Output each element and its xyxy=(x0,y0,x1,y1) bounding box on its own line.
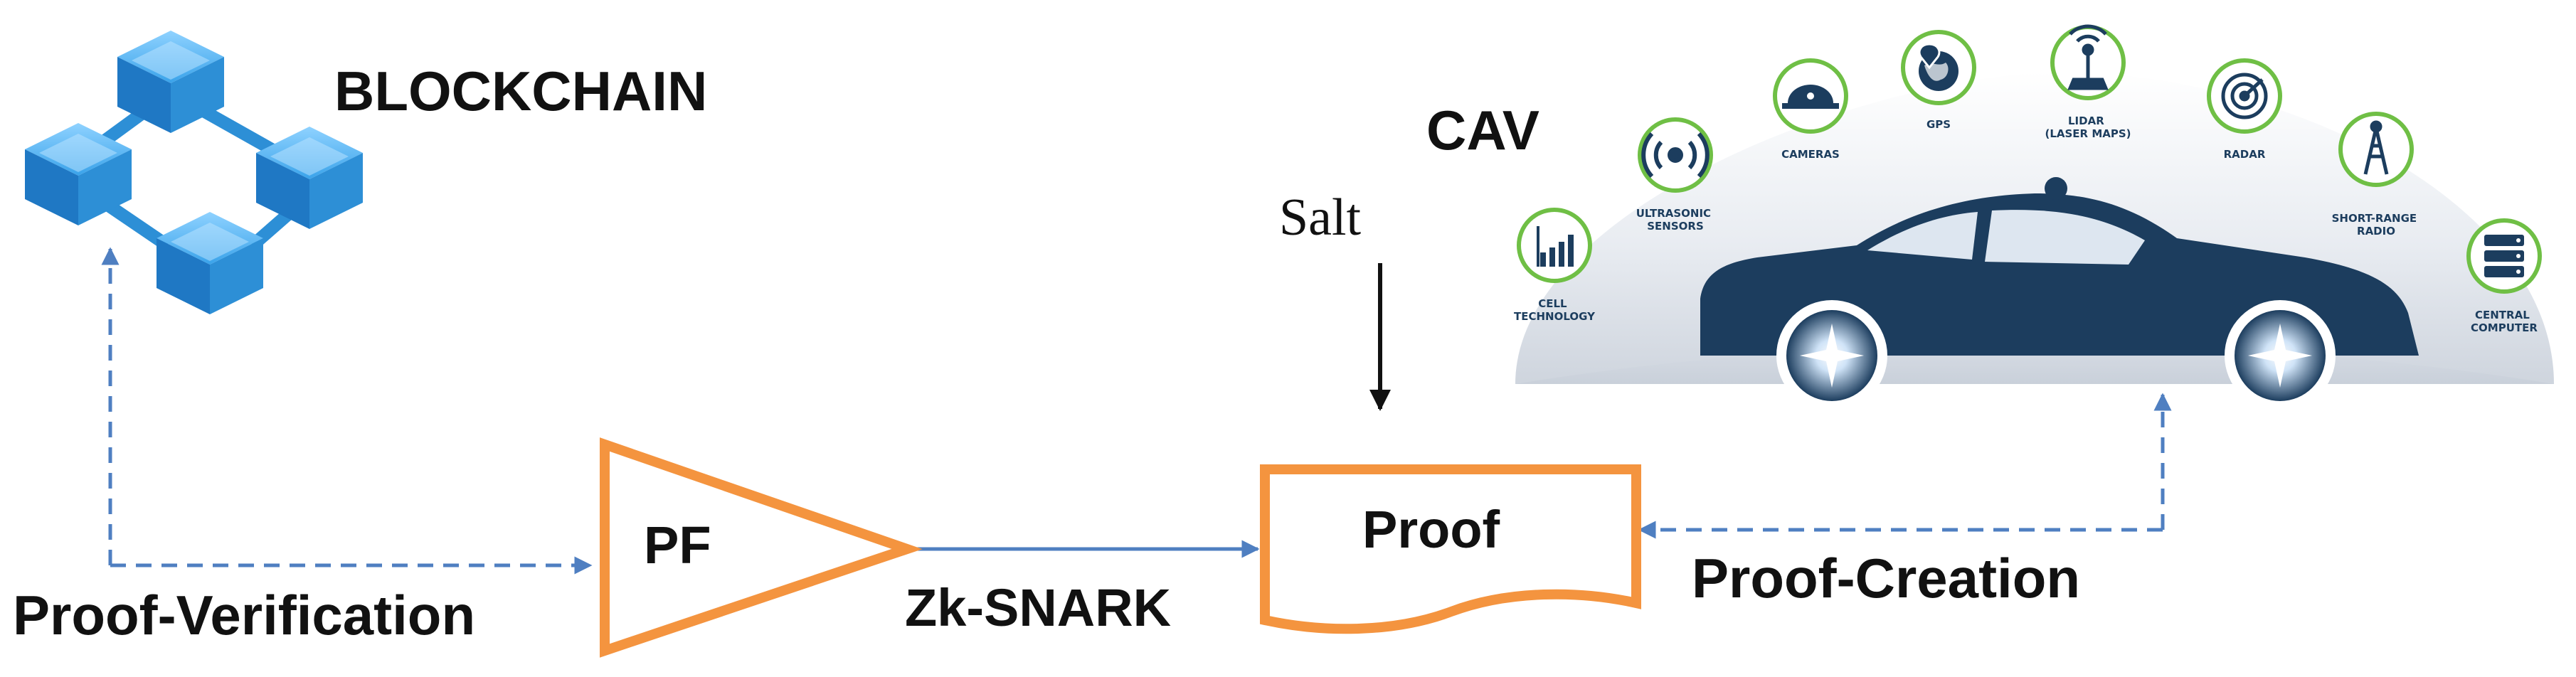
proof-creation-arrow xyxy=(1638,393,2172,539)
sensor-radar-label: RADAR xyxy=(2224,148,2266,161)
sensor-cell-label: CELL TECHNOLOGY xyxy=(1514,297,1596,323)
zk-snark-label: Zk-SNARK xyxy=(905,578,1171,637)
blockchain-cubes-icon xyxy=(25,31,363,314)
lidar-icon xyxy=(2067,24,2109,90)
ultrasonic-waves-icon xyxy=(1641,132,1710,178)
cav-illustration: CELL TECHNOLOGY ULTRASONIC SENSORS CAMER… xyxy=(1514,24,2554,411)
cav-label: CAV xyxy=(1426,99,1539,161)
radio-tower-icon xyxy=(2363,120,2389,175)
sensor-central-label: CENTRAL COMPUTER xyxy=(2471,309,2538,334)
proof-verification-arrow xyxy=(101,247,593,575)
pf-node xyxy=(600,437,923,658)
salt-label: Salt xyxy=(1279,188,1362,247)
blockchain-label: BLOCKCHAIN xyxy=(334,60,707,122)
proof-label: Proof xyxy=(1362,500,1500,559)
sensor-short-range-label: SHORT-RANGE RADIO xyxy=(2332,212,2421,238)
sensor-ultrasonic-label: ULTRASONIC SENSORS xyxy=(1636,207,1715,233)
server-icon xyxy=(2484,235,2524,277)
proof-node xyxy=(1260,464,1641,634)
sensor-lidar-label: LIDAR (LASER MAPS) xyxy=(2045,114,2131,140)
globe-pin-icon xyxy=(1918,43,1958,91)
proof-creation-label: Proof-Creation xyxy=(1692,547,2080,609)
car-icon xyxy=(1700,177,2419,411)
proof-verification-label: Proof-Verification xyxy=(13,584,475,646)
sensor-gps-label: GPS xyxy=(1926,118,1951,131)
camera-dome-icon xyxy=(1782,85,1839,109)
pf-label: PF xyxy=(644,516,711,575)
cell-signal-icon xyxy=(1537,226,1574,267)
radar-icon xyxy=(2221,73,2268,119)
sensor-cameras-label: CAMERAS xyxy=(1781,148,1840,161)
